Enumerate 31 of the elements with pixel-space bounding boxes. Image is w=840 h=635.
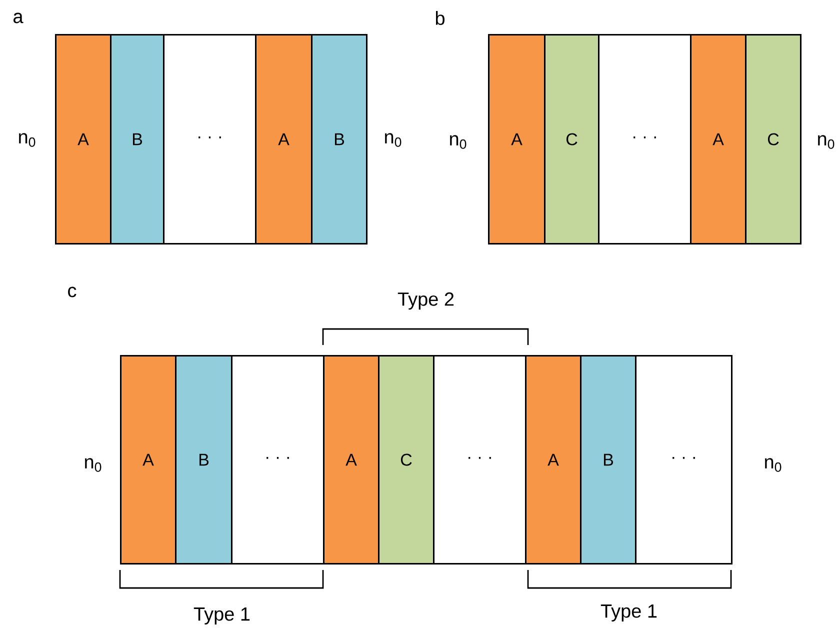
bracket-label: Type 1: [194, 608, 250, 624]
layer-band: · · ·: [163, 34, 256, 244]
layer-band: B: [110, 34, 164, 244]
layer-band: A: [55, 34, 112, 244]
layer-band: A: [690, 34, 746, 244]
layer-label: n$_{0}$: [385, 133, 402, 147]
layer-label: n$_{0}$: [85, 458, 102, 472]
layer-band: · · ·: [598, 34, 692, 244]
layer-band: A: [323, 355, 380, 564]
layer-band: A: [488, 34, 546, 244]
bracket-label: Type 2: [398, 292, 454, 310]
layer-band: · · ·: [635, 355, 732, 564]
layer-band: A: [525, 355, 582, 564]
layer-band: C: [745, 34, 802, 244]
layer-band: C: [544, 34, 600, 244]
layer-band: B: [311, 34, 368, 244]
panel-letter: a: [14, 12, 24, 24]
layer-label: n$_{0}$: [765, 458, 782, 472]
layer-label: n$_{0}$: [19, 133, 36, 147]
bracket-label: Type 1: [600, 604, 657, 622]
layer-band: A: [120, 355, 176, 564]
layer-band: C: [378, 355, 434, 564]
layer-label: n$_{0}$: [818, 135, 834, 149]
layer-label: n$_{0}$: [450, 135, 466, 149]
panel-letter: b: [436, 11, 444, 25]
layer-band: B: [175, 355, 232, 564]
layer-band: · · ·: [231, 355, 324, 564]
layer-band: A: [255, 34, 312, 244]
panel-letter: c: [68, 286, 76, 298]
layer-band: B: [580, 355, 636, 564]
layer-band: · · ·: [433, 355, 526, 564]
